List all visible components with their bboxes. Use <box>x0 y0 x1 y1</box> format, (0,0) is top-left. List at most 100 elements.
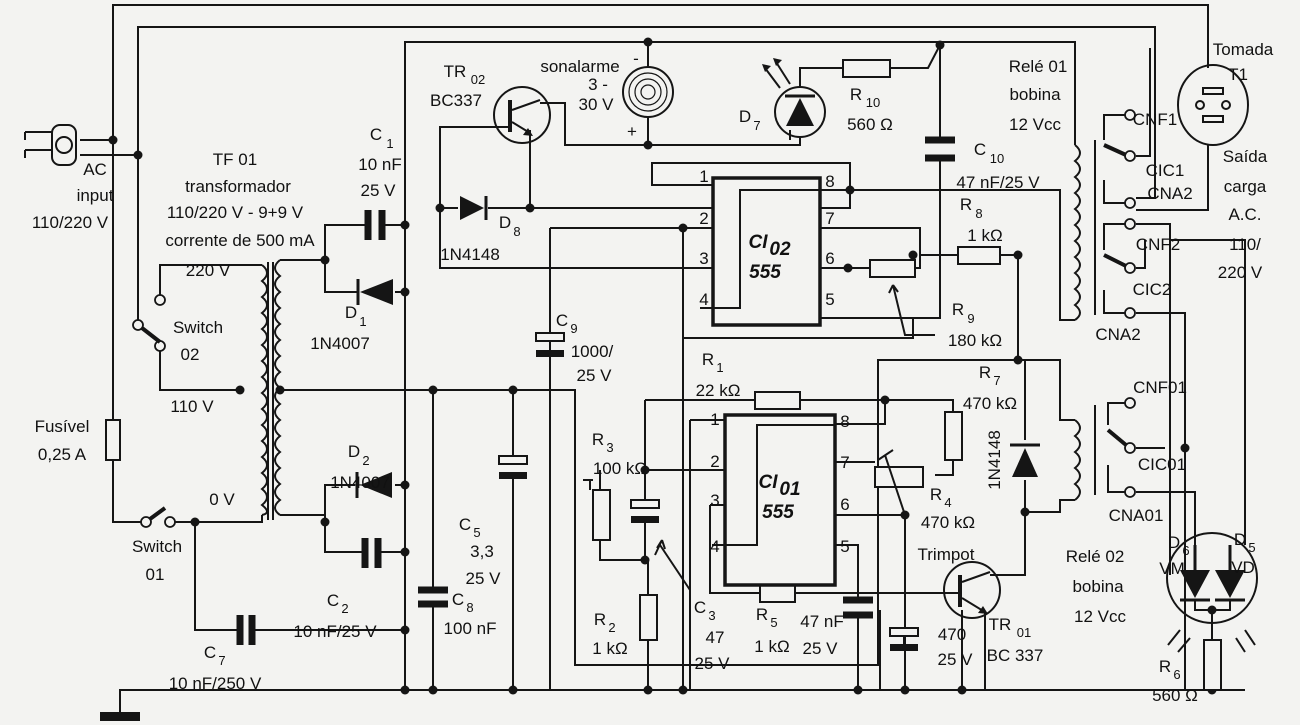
relay02-cnf: CNF01 <box>1133 378 1187 397</box>
ci02-pin-5: 5 <box>825 290 834 309</box>
switch-02-number: 02 <box>181 345 200 364</box>
ground-icon <box>100 712 140 721</box>
r5-ref: R <box>756 605 768 624</box>
r10-sub: 10 <box>866 95 880 110</box>
r9-ref: R <box>952 300 964 319</box>
d7-ref: D <box>739 107 751 126</box>
relay01-cna2: CNA2 <box>1147 184 1192 203</box>
capacitor-c8-icon <box>418 586 448 608</box>
c8-value: 100 nF <box>444 619 497 638</box>
r2-sub: 2 <box>608 620 615 635</box>
relay02-cna: CNA01 <box>1109 506 1164 525</box>
transformer-spec: 110/220 V - 9+9 V <box>167 203 304 222</box>
transistor-tr02-icon <box>493 86 551 144</box>
c10-sub: 10 <box>990 151 1004 166</box>
r6-ref: R <box>1159 657 1171 676</box>
ci02-pin-3: 3 <box>699 249 708 268</box>
ci01-pin-7: 7 <box>840 453 849 472</box>
buzzer-plus: + <box>627 122 637 141</box>
c9-sub: 9 <box>570 321 577 336</box>
c5-voltage: 25 V <box>466 569 502 588</box>
capacitor-c3-icon <box>630 499 691 591</box>
diode-1n4148-icon <box>1010 443 1040 477</box>
buzzer-range1: 3 - <box>588 75 608 94</box>
potentiometer-r3-icon[interactable] <box>583 479 611 541</box>
r10-value: 560 Ω <box>847 115 893 134</box>
c1-value: 10 nF <box>358 155 401 174</box>
capacitor-c2-icon <box>361 538 382 568</box>
c7-sub: 7 <box>218 653 225 668</box>
r9-value: 180 kΩ <box>948 331 1002 350</box>
outlet-text-2: carga <box>1224 177 1267 196</box>
d1-sub: 1 <box>359 314 366 329</box>
d6-sub: 6 <box>1182 543 1189 558</box>
buzzer-icon <box>622 66 674 118</box>
tap-220-label: 220 V <box>186 261 231 280</box>
outlet-text-1: Saída <box>1223 147 1268 166</box>
transformer-icon <box>260 259 282 520</box>
r10-ref: R <box>850 85 862 104</box>
relay-02-icon <box>1073 397 1136 501</box>
capacitor-c7-icon <box>236 615 256 645</box>
ci02-pin-6: 6 <box>825 249 834 268</box>
r3-value: 100 kΩ <box>593 459 647 478</box>
resistor-r7-icon <box>944 411 963 461</box>
c3-sub: 3 <box>708 608 715 623</box>
ci01-pin-2: 2 <box>710 452 719 471</box>
tr01-sub: 01 <box>1017 625 1031 640</box>
ci01-pin-8: 8 <box>840 412 849 431</box>
ci02-pin-1: 1 <box>699 167 708 186</box>
c7-ref: C <box>204 643 216 662</box>
transformer-name: transformador <box>185 177 291 196</box>
fuse-icon <box>105 419 121 461</box>
resistor-r8-icon <box>957 246 1001 265</box>
c9-voltage: 25 V <box>577 366 613 385</box>
ci02-sub: 02 <box>769 239 791 260</box>
switch-01-icon[interactable] <box>140 506 176 528</box>
ci01-pin-6: 6 <box>840 495 849 514</box>
relay02-cic: CIC01 <box>1138 455 1186 474</box>
tr02-ref: TR <box>444 62 467 81</box>
tap-0-label: 0 V <box>209 490 235 509</box>
c5-sub: 5 <box>473 525 480 540</box>
c1-voltage: 25 V <box>361 181 397 200</box>
d-relay2-part: 1N4148 <box>985 430 1004 490</box>
outlet-text-5: 220 V <box>1218 263 1263 282</box>
r2-ref: R <box>594 610 606 629</box>
diode-d2-icon <box>355 472 392 498</box>
ci02-pin-4: 4 <box>699 290 708 309</box>
trimpot-r4-icon[interactable] <box>874 449 924 516</box>
r1-value: 22 kΩ <box>696 381 741 400</box>
potentiometer-r9-icon[interactable] <box>869 259 935 336</box>
ci01-ref: CI <box>759 472 779 493</box>
r8-sub: 8 <box>975 206 982 221</box>
switch-01-label: Switch <box>132 537 182 556</box>
ac-input-label: AC <box>83 160 107 179</box>
relay01-cic1: CIC1 <box>1146 161 1185 180</box>
d8-ref: D <box>499 213 511 232</box>
ic-ci01-icon <box>723 413 837 587</box>
r4-sub: 4 <box>944 495 951 510</box>
ac-plug-icon <box>24 124 77 166</box>
resistor-r6-icon <box>1203 639 1222 691</box>
ci01-part: 555 <box>762 502 794 523</box>
ci02-pin-8: 8 <box>825 172 834 191</box>
switch-02-icon[interactable] <box>132 294 166 352</box>
r9-sub: 9 <box>967 311 974 326</box>
c5-ref: C <box>459 515 471 534</box>
r6-sub: 6 <box>1173 667 1180 682</box>
d5-ref: D <box>1234 530 1246 549</box>
c9-ref: C <box>556 311 568 330</box>
r1-sub: 1 <box>716 360 723 375</box>
led-d5-d6-icon <box>1166 532 1258 653</box>
r5-sub: 5 <box>770 615 777 630</box>
buzzer-name: sonalarme <box>540 57 619 76</box>
c2-ref: C <box>327 591 339 610</box>
ci01-pin-4: 4 <box>710 537 719 556</box>
r5-value: 1 kΩ <box>754 637 789 656</box>
c2-value: 10 nF/25 V <box>293 622 377 641</box>
outlet-ref: T1 <box>1228 65 1248 84</box>
relay02-coil: bobina <box>1072 577 1124 596</box>
r7-ref: R <box>979 363 991 382</box>
